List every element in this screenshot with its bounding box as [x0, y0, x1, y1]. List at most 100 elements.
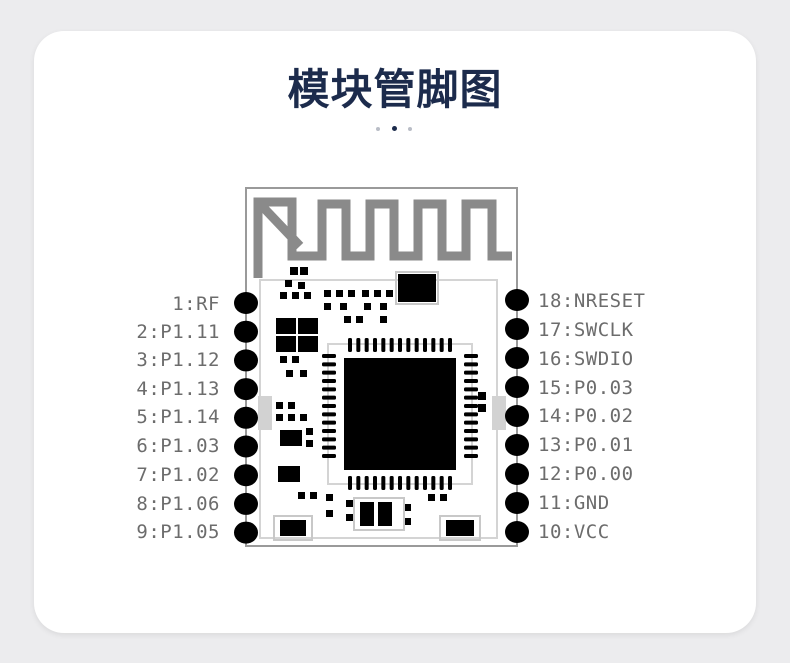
pcb-antenna-feed	[258, 202, 304, 250]
edge-pad-right	[505, 521, 529, 543]
passive-components	[276, 267, 486, 536]
pin-label-4: 4:P1.13	[136, 378, 220, 400]
pin-label-6: 6:P1.03	[136, 435, 220, 457]
chip-pin-top	[381, 338, 386, 352]
page-title: 模块管脚图	[287, 65, 503, 114]
chip-pin-bottom	[373, 476, 377, 490]
chip-pin-right	[464, 454, 478, 458]
pin-label-16: 16:SWDIO	[538, 348, 634, 370]
chip-pin-right	[464, 412, 478, 417]
pagination-dot	[376, 127, 380, 131]
chip-pin-bottom	[381, 476, 386, 490]
chip-pin-bottom	[448, 476, 452, 490]
chip-pin-top	[431, 338, 436, 352]
pin-label-12: 12:P0.00	[538, 463, 634, 485]
chip-pin-right	[464, 379, 478, 383]
chip-pin-bottom	[423, 476, 427, 490]
edge-pad-right	[505, 376, 529, 398]
chip-pin-left	[322, 395, 336, 400]
chip-pin-left	[322, 429, 336, 433]
chip-pin-right	[464, 445, 478, 450]
chip-pin-bottom	[406, 476, 411, 490]
chip-pin-top	[356, 338, 361, 352]
chip-pin-right	[464, 395, 478, 400]
pin-label-3: 3:P1.12	[136, 349, 220, 371]
chip-pin-bottom	[364, 476, 369, 490]
chip-pin-top	[406, 338, 411, 352]
edge-pads	[234, 289, 529, 544]
chip-pin-left	[322, 454, 336, 458]
edge-pad-left	[234, 435, 258, 458]
chip-pin-bottom	[439, 476, 444, 490]
chip-pin-top	[348, 338, 352, 352]
content-card	[34, 31, 756, 633]
chip-pin-bottom	[414, 476, 419, 490]
edge-pad-left	[234, 378, 258, 401]
chip-pin-top	[448, 338, 452, 352]
pin-label-15: 15:P0.03	[538, 377, 634, 399]
pin-label-17: 17:SWCLK	[538, 319, 634, 341]
chip-pin-left	[322, 437, 336, 442]
chip-pin-top	[439, 338, 444, 352]
pin-label-5: 5:P1.14	[136, 406, 220, 428]
chip-body	[344, 358, 456, 470]
pin-label-9: 9:P1.05	[136, 521, 220, 543]
chip-pin-right	[464, 437, 478, 442]
pin-label-7: 7:P1.02	[136, 464, 220, 486]
edge-pad-left	[234, 464, 258, 487]
pin-label-2: 2:P1.11	[136, 321, 220, 343]
chip-pin-left	[322, 420, 336, 425]
chip-pin-bottom	[398, 476, 402, 490]
edge-pad-right	[505, 318, 529, 340]
pagination-dot-active	[392, 126, 397, 131]
pagination-dots	[373, 126, 417, 132]
chip-pin-bottom	[348, 476, 352, 490]
chip-pin-right	[464, 354, 478, 358]
edge-pad-left	[234, 292, 258, 314]
chip-pin-left	[322, 445, 336, 450]
pcb-antenna	[253, 197, 512, 278]
chip-pin-bottom	[356, 476, 361, 490]
pin-label-18: 18:NRESET	[538, 290, 646, 312]
pin-label-13: 13:P0.01	[538, 434, 634, 456]
pin-label-10: 10:VCC	[538, 521, 610, 543]
chip-pin-right	[464, 387, 478, 392]
chip-pin-top	[364, 338, 369, 352]
pagination-dot	[408, 127, 412, 131]
chip-pin-top	[423, 338, 427, 352]
edge-pad-right	[505, 347, 529, 369]
chip-pin-left	[322, 379, 336, 383]
edge-pad-right	[505, 405, 529, 427]
edge-pad-left	[234, 406, 258, 429]
pin-label-11: 11:GND	[538, 492, 610, 514]
edge-pad-right	[505, 289, 529, 311]
chip-pin-top	[373, 338, 377, 352]
chip-pins	[322, 338, 478, 490]
edge-pad-left	[234, 349, 258, 372]
chip-pin-bottom	[389, 476, 394, 490]
chip-pin-right	[464, 362, 478, 367]
chip-pin-right	[464, 404, 478, 408]
chip-pin-left	[322, 412, 336, 417]
chip-pin-left	[322, 354, 336, 358]
pin-label-14: 14:P0.02	[538, 405, 634, 427]
chip-pin-top	[389, 338, 394, 352]
chip-pin-bottom	[431, 476, 436, 490]
pin-label-8: 8:P1.06	[136, 493, 220, 515]
edge-pad-right	[505, 492, 529, 514]
edge-pad-right	[505, 463, 529, 485]
chip-pin-right	[464, 420, 478, 425]
chip-pin-left	[322, 387, 336, 392]
edge-pad-right	[505, 434, 529, 456]
chip-pin-left	[322, 370, 336, 375]
pin-label-1: 1:RF	[172, 293, 220, 315]
chip-pin-left	[322, 404, 336, 408]
chip-pin-left	[322, 362, 336, 367]
edge-pad-left	[234, 320, 258, 343]
edge-pad-left	[234, 521, 258, 544]
chip-pin-right	[464, 370, 478, 375]
component-outlines	[273, 271, 481, 541]
side-castellation-marks	[258, 396, 506, 430]
edge-pad-left	[234, 492, 258, 515]
